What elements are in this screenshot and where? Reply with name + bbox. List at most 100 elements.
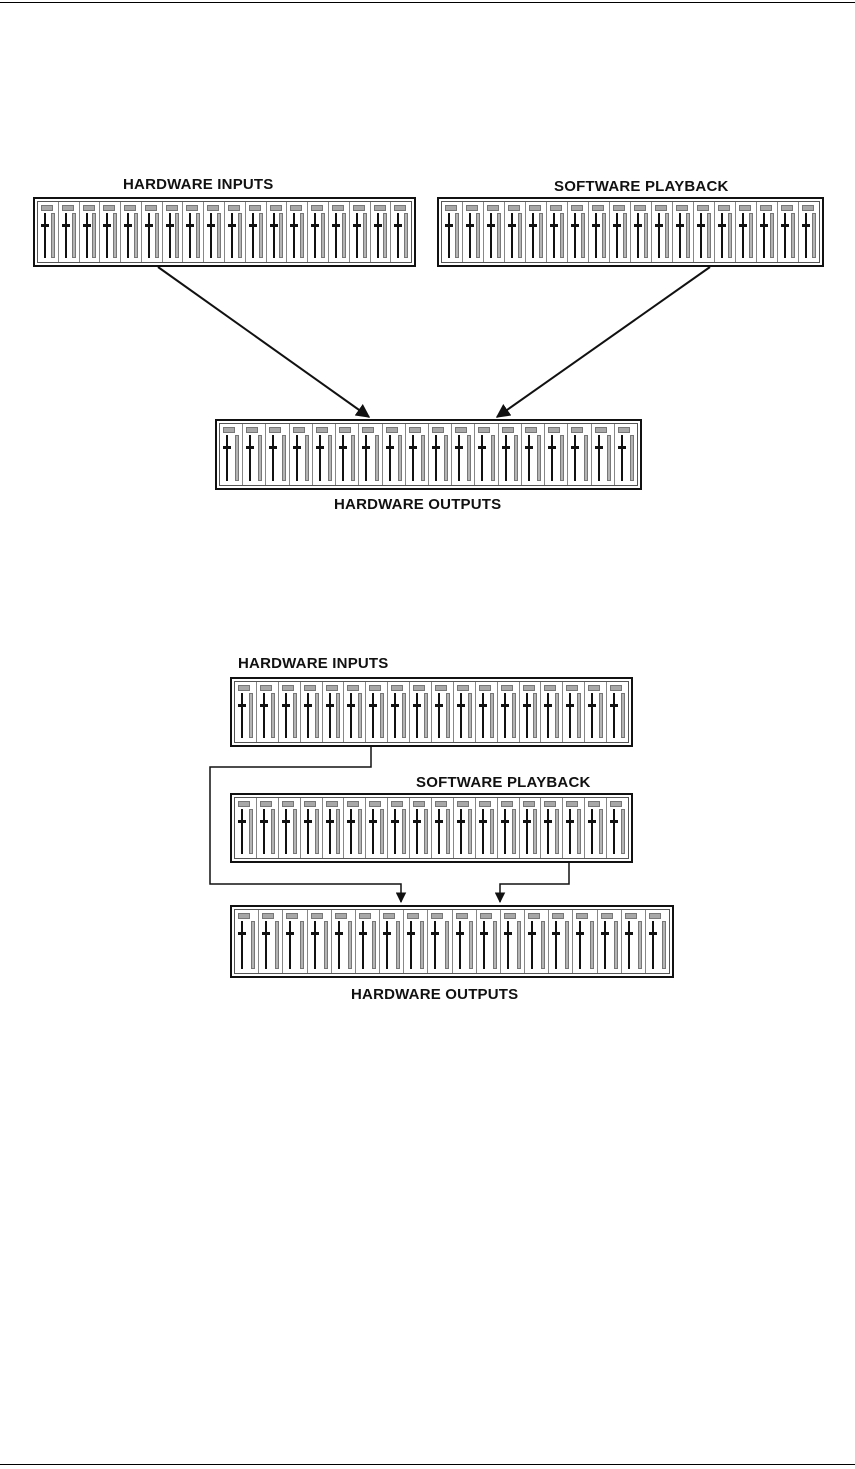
fader-knob — [391, 704, 400, 707]
level-meter — [644, 213, 648, 258]
fader-knob — [576, 932, 585, 935]
channel-led — [394, 205, 407, 211]
fader-knob — [571, 224, 579, 227]
channel-led — [325, 801, 338, 807]
fader-track — [388, 435, 391, 481]
channel-led — [552, 913, 565, 919]
fader-track — [372, 693, 375, 738]
fader-row — [234, 909, 670, 974]
fader-track — [503, 809, 506, 854]
level-meter — [728, 213, 732, 258]
channel-led — [466, 205, 478, 211]
channel-strip — [484, 202, 505, 262]
fader-knob — [238, 820, 246, 823]
fader-knob — [445, 224, 453, 227]
software-playback-title: SOFTWARE PLAYBACK — [554, 178, 729, 195]
fader-knob — [522, 820, 531, 823]
channel-strip — [498, 798, 520, 858]
fader-track — [241, 693, 243, 738]
channel-strip — [257, 798, 279, 858]
fader-knob — [676, 224, 684, 227]
hardware-inputs-title: HARDWARE INPUTS — [238, 655, 389, 672]
channel-strip — [235, 682, 257, 742]
page-footer-rule — [0, 1464, 855, 1465]
channel-led — [391, 801, 404, 807]
channel-strip — [607, 682, 628, 742]
level-meter — [467, 693, 472, 738]
channel-led — [648, 913, 661, 919]
channel-led — [487, 205, 499, 211]
fader-track — [241, 809, 243, 854]
channel-strip — [520, 798, 542, 858]
channel-led — [435, 801, 448, 807]
level-meter — [497, 213, 501, 258]
channel-led — [445, 205, 457, 211]
fader-track — [438, 693, 441, 738]
fader-row — [441, 201, 820, 263]
fader-knob — [501, 446, 510, 449]
level-meter — [320, 213, 325, 258]
fader-track — [231, 213, 234, 258]
fader-track — [511, 213, 513, 258]
level-meter — [444, 435, 449, 481]
channel-strip — [476, 682, 498, 742]
playback-to-outputs-arrow — [495, 266, 711, 418]
fader-knob — [588, 820, 597, 823]
channel-strip — [301, 798, 323, 858]
fader-knob — [292, 446, 301, 449]
fader-knob — [362, 446, 371, 449]
fader-knob — [352, 224, 361, 227]
fader-knob — [331, 224, 340, 227]
channel-led — [248, 205, 261, 211]
fader-track — [350, 693, 353, 738]
channel-strip — [359, 424, 383, 485]
channel-strip — [499, 424, 522, 485]
channel-strip — [301, 682, 323, 742]
channel-led — [186, 205, 199, 211]
fader-knob — [592, 224, 600, 227]
level-meter — [599, 693, 604, 738]
channel-strip — [592, 424, 615, 485]
fader-knob — [566, 820, 575, 823]
channel-led — [347, 685, 360, 691]
fader-track — [416, 693, 419, 738]
channel-strip — [38, 202, 59, 262]
fader-knob — [334, 932, 343, 935]
channel-led — [571, 427, 584, 433]
channel-led — [522, 685, 535, 691]
level-meter — [402, 809, 407, 854]
level-meter — [314, 809, 319, 854]
fader-track — [459, 693, 462, 738]
fader-knob — [431, 932, 440, 935]
fader-track — [637, 213, 639, 258]
channel-strip — [290, 424, 313, 485]
fader-track — [251, 213, 254, 258]
fader-knob — [311, 224, 320, 227]
fader-knob — [269, 224, 278, 227]
level-meter — [560, 213, 564, 258]
fader-knob — [550, 224, 558, 227]
fader-track — [355, 213, 358, 258]
fader-knob — [613, 224, 621, 227]
level-meter — [396, 921, 401, 969]
channel-strip — [371, 202, 392, 262]
fader-knob — [315, 446, 324, 449]
channel-led — [238, 685, 250, 691]
channel-strip — [615, 424, 637, 485]
level-meter — [606, 435, 611, 481]
level-meter — [372, 921, 377, 969]
fader-knob — [325, 820, 334, 823]
level-meter — [251, 921, 256, 969]
level-meter — [175, 213, 180, 258]
channel-strip — [778, 202, 799, 262]
channel-strip — [652, 202, 673, 262]
level-meter — [513, 435, 518, 481]
channel-strip — [406, 424, 429, 485]
hardware-outputs-title: HARDWARE OUTPUTS — [334, 496, 502, 513]
channel-led — [548, 427, 561, 433]
level-meter — [275, 921, 280, 969]
channel-led — [228, 205, 241, 211]
level-meter — [292, 693, 297, 738]
level-meter — [270, 809, 275, 854]
channel-led — [529, 205, 541, 211]
